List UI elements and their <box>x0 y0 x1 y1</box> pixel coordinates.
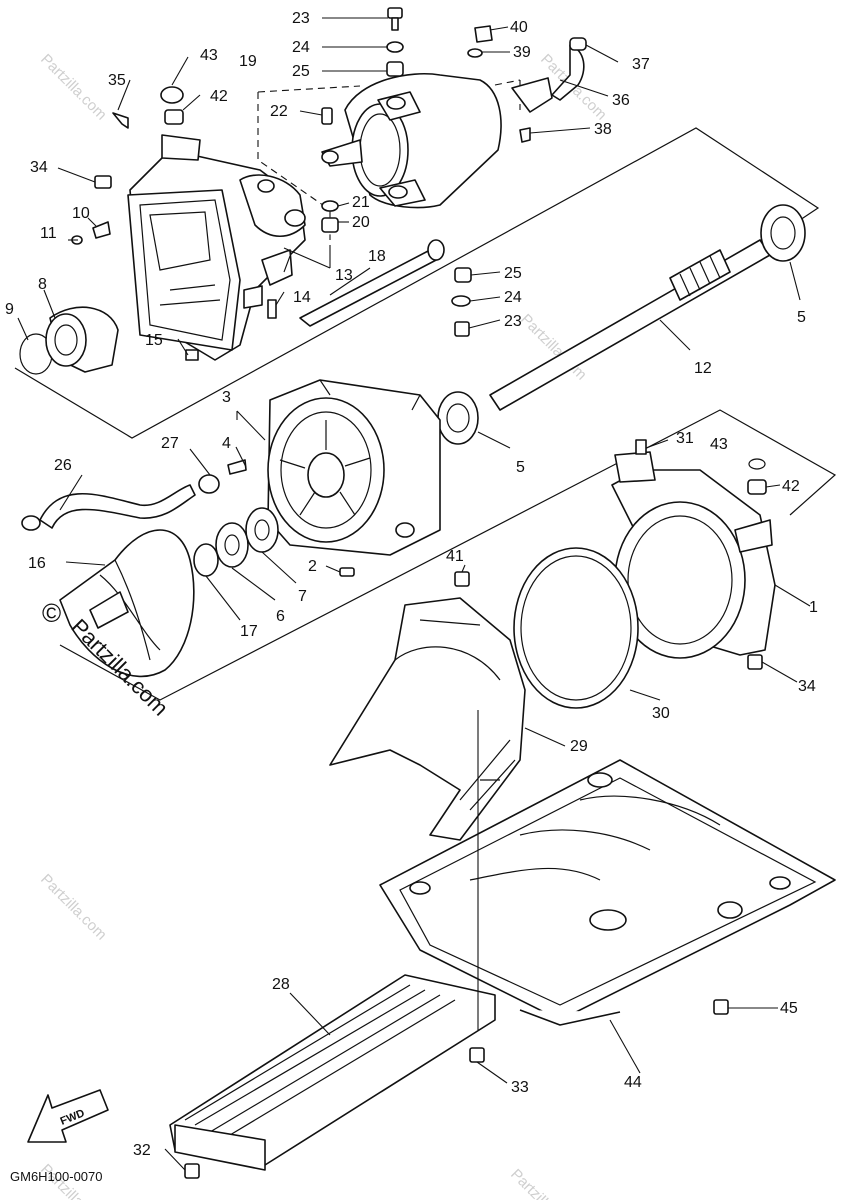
callout-5a: 5 <box>797 309 806 326</box>
callout-43: 43 <box>200 47 218 64</box>
callout-24: 24 <box>292 39 310 56</box>
callout-1: 1 <box>809 599 818 616</box>
callout-7: 7 <box>298 588 307 605</box>
nozzle-1 <box>454 439 776 709</box>
callout-15: 15 <box>145 332 163 349</box>
callout-14: 14 <box>293 289 311 306</box>
callout-8: 8 <box>38 276 47 293</box>
ride-plate-44 <box>379 759 836 1026</box>
diagram-code: GM6H100-0070 <box>10 1169 103 1184</box>
callout-44: 44 <box>624 1074 642 1091</box>
callout-5b: 5 <box>516 459 525 476</box>
hose-26-27 <box>21 459 247 531</box>
callout-33: 33 <box>511 1079 529 1096</box>
callout-18: 18 <box>368 248 386 265</box>
upper-hardware <box>71 7 587 361</box>
impeller-housing <box>267 379 441 556</box>
callout-40: 40 <box>510 19 528 36</box>
callout-41: 41 <box>446 548 464 565</box>
steering-bracket <box>321 72 502 209</box>
callout-21: 21 <box>352 194 370 211</box>
fwd-arrow-icon: FWD <box>27 1089 109 1143</box>
fitting-8-9 <box>19 306 119 375</box>
callout-9: 9 <box>5 301 14 318</box>
callout-23: 23 <box>292 10 310 27</box>
watermark: Partzilla.com <box>507 1166 580 1200</box>
callout-17: 17 <box>240 623 258 640</box>
callout-23b: 23 <box>504 313 522 330</box>
callout-10: 10 <box>72 205 90 222</box>
nozzle-duct-29 <box>329 597 526 841</box>
lower-assembly-outline <box>59 409 837 701</box>
callout-25b: 25 <box>504 265 522 282</box>
callout-19: 19 <box>239 53 257 70</box>
callout-4: 4 <box>222 435 231 452</box>
callout-30: 30 <box>652 705 670 722</box>
callout-31: 31 <box>676 430 694 447</box>
callout-22: 22 <box>270 103 288 120</box>
callout-34: 34 <box>30 159 48 176</box>
callout-39: 39 <box>513 44 531 61</box>
part-19-dashed-boundary <box>257 79 521 240</box>
callout-11: 11 <box>40 225 57 242</box>
callout-42b: 42 <box>782 478 800 495</box>
callout-42: 42 <box>210 88 228 105</box>
callout-29: 29 <box>570 738 588 755</box>
callout-36: 36 <box>612 92 630 109</box>
copyright-symbol: © <box>42 598 61 628</box>
intake-grate-28 <box>169 710 496 1179</box>
callout-16: 16 <box>28 555 46 572</box>
callout-43b: 43 <box>710 436 728 453</box>
callout-20: 20 <box>352 214 370 231</box>
duct-housing <box>127 134 306 361</box>
shaft-group <box>299 204 806 445</box>
watermark: Partzilla.com <box>37 871 110 944</box>
callout-37: 37 <box>632 56 650 73</box>
leader-lines <box>17 17 811 1171</box>
callout-38: 38 <box>594 121 612 138</box>
callout-26: 26 <box>54 457 72 474</box>
callout-12: 12 <box>694 360 712 377</box>
callout-27: 27 <box>161 435 179 452</box>
callout-32: 32 <box>133 1142 151 1159</box>
callout-3: 3 <box>222 389 231 406</box>
callout-34b: 34 <box>798 678 816 695</box>
callout-2: 2 <box>308 558 317 575</box>
callout-28: 28 <box>272 976 290 993</box>
callout-13: 13 <box>335 267 353 284</box>
watermark: Partzilla.com <box>37 51 110 124</box>
callout-25: 25 <box>292 63 310 80</box>
callout-35: 35 <box>108 72 126 89</box>
impeller-16 <box>59 507 355 678</box>
callout-labels: 23 24 25 40 39 37 36 38 43 19 42 35 22 3… <box>5 10 818 1159</box>
callout-6: 6 <box>276 608 285 625</box>
callout-24b: 24 <box>504 289 522 306</box>
callout-45: 45 <box>780 1000 798 1017</box>
